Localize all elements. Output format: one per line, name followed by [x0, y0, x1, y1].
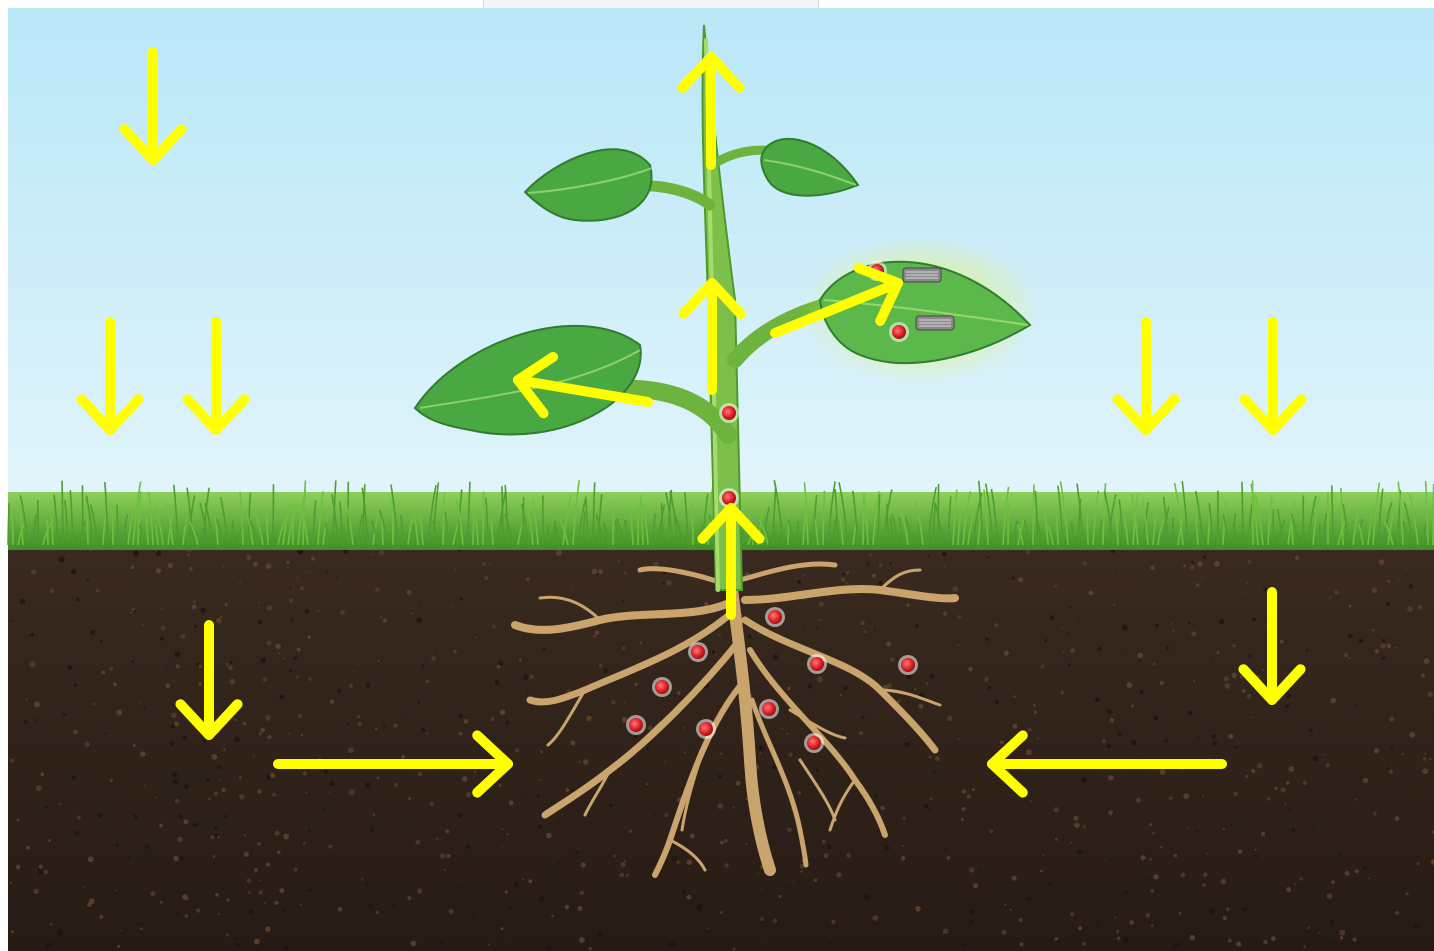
nanoparticle-icon [688, 642, 708, 662]
nanoparticle-icon [765, 607, 785, 627]
nanoparticle-cluster-icon [903, 268, 941, 282]
nanoparticle-icon [652, 677, 672, 697]
soil [8, 540, 1434, 951]
nanoparticle-icon [759, 699, 779, 719]
nanoparticle-icon [719, 403, 739, 423]
nanoparticle-icon [696, 719, 716, 739]
nanoparticle-icon [898, 655, 918, 675]
nanoparticle-icon [804, 733, 824, 753]
nanoparticle-icon [807, 654, 827, 674]
nanoparticle-icon [626, 715, 646, 735]
nanoparticle-cluster-icon [916, 316, 954, 330]
nanoparticle-icon [889, 322, 909, 342]
